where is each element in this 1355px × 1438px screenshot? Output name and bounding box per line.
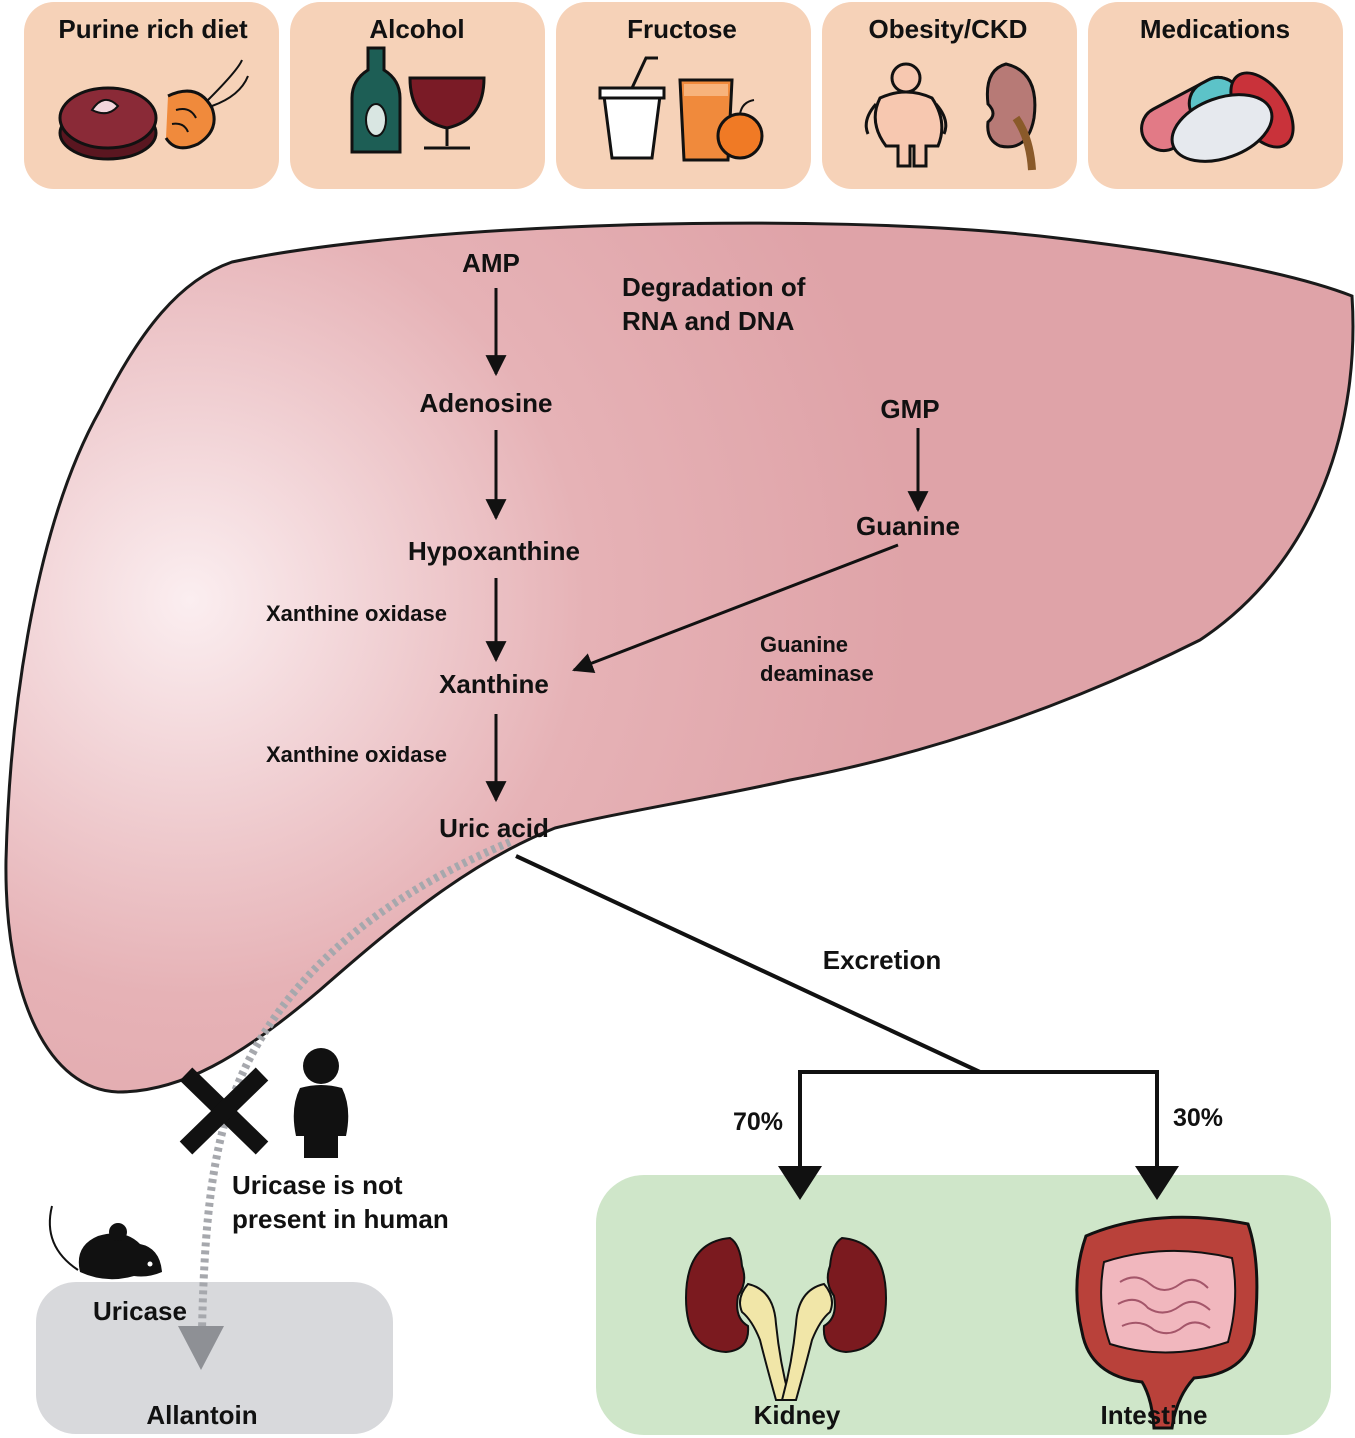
allantoin-arrowhead <box>178 1326 224 1370</box>
node-adenosine: Adenosine <box>420 388 553 418</box>
orange-icon <box>716 99 764 160</box>
soda-cup-icon <box>598 56 666 160</box>
risk-factor-label: Alcohol <box>369 14 464 44</box>
node-xanthine: Xanthine <box>439 669 549 699</box>
obese-person-icon <box>864 62 948 168</box>
allantoin-box <box>36 1282 393 1434</box>
enzyme-xanthine-oxidase-2: Xanthine oxidase <box>266 742 447 767</box>
intestine-icon <box>1075 1215 1259 1430</box>
risk-factor-label: Obesity/CKD <box>869 14 1028 44</box>
excretion-lines <box>515 854 1159 1172</box>
intestine-label: Intestine <box>1101 1400 1208 1430</box>
pathway-arrows <box>485 288 929 803</box>
node-uric-acid: Uric acid <box>439 813 549 843</box>
risk-factor-fructose: Fructose <box>556 2 811 189</box>
allantoin-label: Allantoin <box>146 1400 257 1430</box>
enzyme-guanine-deaminase-line1: Guanine <box>760 632 848 657</box>
risk-factor-obesity-ckd: Obesity/CKD <box>822 2 1077 189</box>
risk-factor-medications: Medications <box>1088 2 1343 189</box>
bottle-icon <box>350 46 402 154</box>
risk-factor-label: Purine rich diet <box>58 14 248 44</box>
kidney-percentage: 70% <box>733 1108 783 1136</box>
node-hypoxanthine: Hypoxanthine <box>408 536 580 566</box>
kidney-label: Kidney <box>754 1400 841 1430</box>
uricase-note-line2: present in human <box>232 1204 449 1234</box>
risk-factor-row: Purine rich diet Alcohol <box>24 2 1343 189</box>
risk-factor-alcohol: Alcohol <box>290 2 545 189</box>
intestine-percentage: 30% <box>1173 1104 1223 1132</box>
liver-shape <box>4 221 1355 1094</box>
cross-icon <box>179 1067 269 1155</box>
uricase-label: Uricase <box>93 1296 187 1326</box>
risk-factor-purine-diet: Purine rich diet <box>24 2 279 189</box>
wine-glass-icon <box>408 76 486 150</box>
intestine-arrowhead <box>1135 1166 1179 1200</box>
kidney-arrowhead <box>778 1166 822 1200</box>
excretion-label: Excretion <box>823 945 942 975</box>
human-icon <box>293 1048 349 1158</box>
uricase-note-line1: Uricase is not <box>232 1170 403 1200</box>
mouse-icon <box>48 1205 162 1280</box>
risk-factor-label: Medications <box>1140 14 1290 44</box>
steak-icon <box>58 86 158 161</box>
risk-factor-label: Fructose <box>627 14 737 44</box>
source-note-line2: RNA and DNA <box>622 306 795 336</box>
node-amp: AMP <box>462 248 520 278</box>
enzyme-guanine-deaminase-line2: deaminase <box>760 661 874 686</box>
node-gmp: GMP <box>880 394 939 424</box>
diseased-kidney-icon <box>985 62 1037 171</box>
pill-icon <box>1170 71 1295 163</box>
kidneys-icon <box>684 1236 888 1401</box>
source-note-line1: Degradation of <box>622 272 806 302</box>
enzyme-xanthine-oxidase-1: Xanthine oxidase <box>266 601 447 626</box>
shrimp-icon <box>164 59 249 150</box>
node-guanine: Guanine <box>856 511 960 541</box>
